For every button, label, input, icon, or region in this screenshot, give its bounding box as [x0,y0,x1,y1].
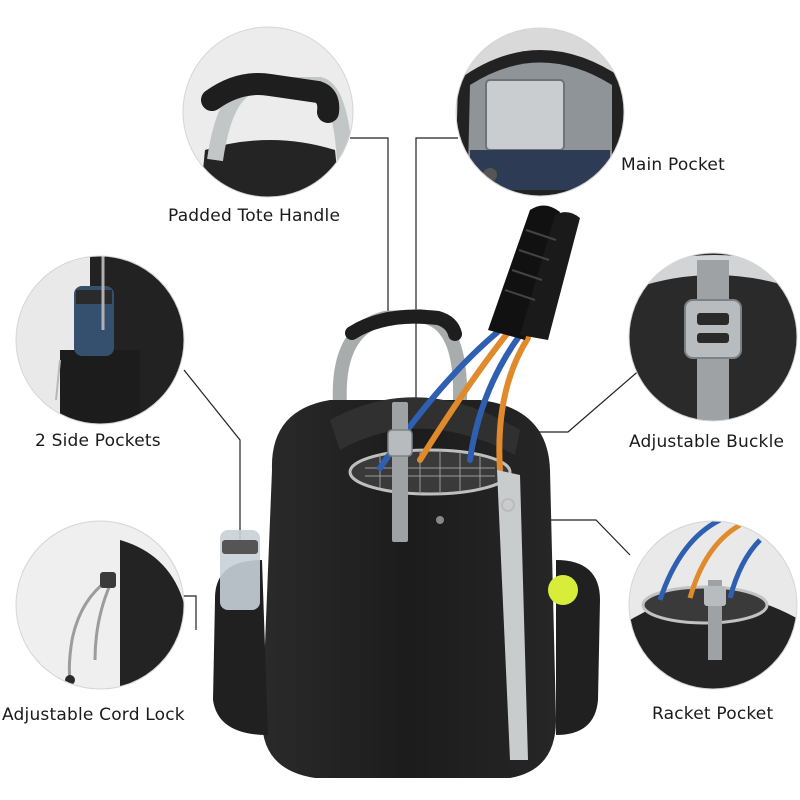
cord-lock-closeup [16,521,184,689]
callout-line-side [183,369,241,545]
racket-pocket-closeup [629,521,797,689]
label-side-pockets: 2 Side Pockets [35,431,161,451]
racket-grip [488,205,560,340]
label-main-pocket: Main Pocket [621,155,725,175]
racket-head [348,448,512,496]
reflective-zipper [497,470,528,760]
backpack [213,205,600,778]
label-adjustable-buckle: Adjustable Buckle [629,432,785,452]
tote-handle-closeup [183,27,353,197]
label-racket-pocket: Racket Pocket [652,704,774,724]
front-strap [392,402,408,542]
side-pocket-closeup [16,256,184,424]
bag-body [262,400,556,778]
tennis-ball [548,575,578,605]
callout-line-cord [182,595,197,630]
label-adjustable-cord-lock: Adjustable Cord Lock [2,705,185,725]
label-padded-tote-handle: Padded Tote Handle [168,206,341,226]
main-pocket-closeup [456,28,624,196]
callout-line-handle [350,137,389,318]
front-buckle [387,429,413,457]
